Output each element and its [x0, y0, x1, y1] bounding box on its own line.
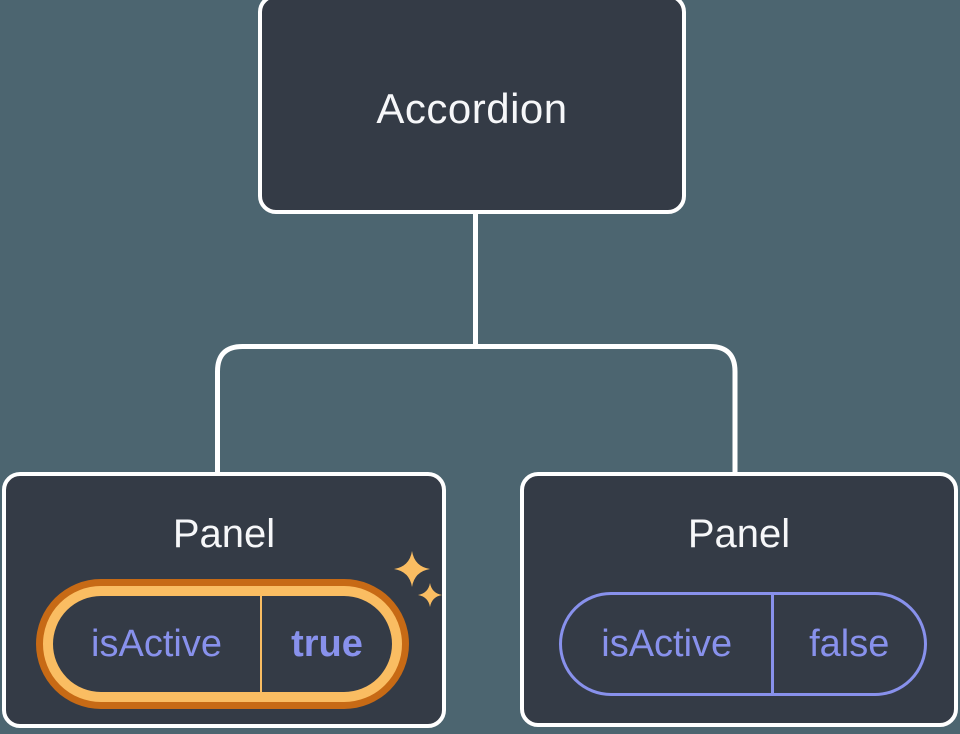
panel-node-inactive: Panel isActive false: [520, 472, 958, 727]
panel-node-active: Panel isActive true: [2, 472, 446, 728]
sparkles-icon: [394, 551, 442, 607]
accordion-node-label: Accordion: [376, 85, 568, 132]
prop-name-label: isActive: [601, 622, 733, 665]
connector-branch-bracket: [215, 344, 738, 474]
sparkle-small-icon: [418, 583, 442, 607]
is-active-false-pill: isActive false: [559, 592, 927, 696]
is-active-true-pill: isActive true: [43, 586, 402, 702]
accordion-node: Accordion: [258, 0, 686, 214]
prop-value-label: false: [809, 622, 890, 665]
pill-divider: [771, 595, 775, 693]
sparkle-large-icon: [394, 551, 430, 587]
panel-active-label: Panel: [172, 512, 276, 556]
panel-inactive-label: Panel: [687, 512, 791, 556]
prop-value-label: true: [291, 622, 363, 665]
prop-name-label: isActive: [91, 622, 222, 665]
pill-divider: [260, 596, 262, 692]
